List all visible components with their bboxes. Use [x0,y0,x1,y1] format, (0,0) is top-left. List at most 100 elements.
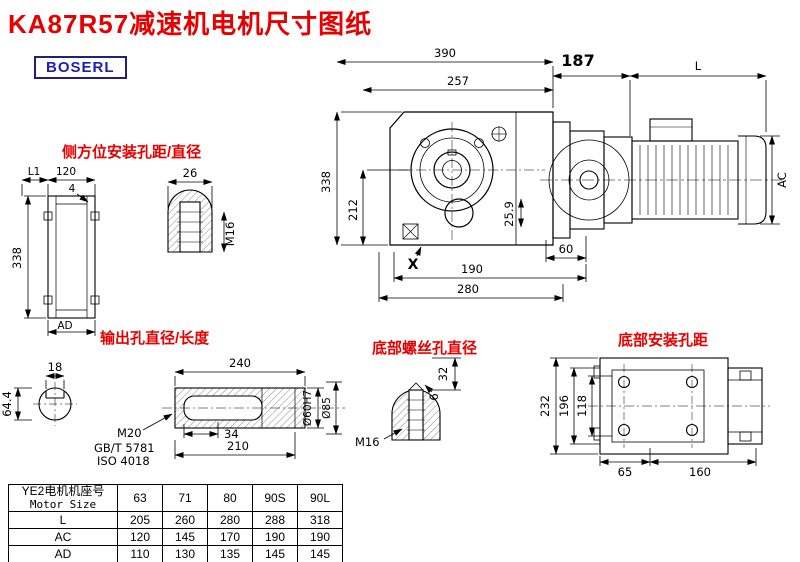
cell: 145 [252,545,298,562]
dim-257: 257 [362,74,554,93]
svg-text:L1: L1 [28,166,41,178]
svg-text:60: 60 [559,242,574,256]
row-label: AC [8,528,118,546]
svg-text:118: 118 [575,395,589,417]
svg-text:18: 18 [48,360,63,374]
dim-190: 190 [393,252,587,282]
dim-280: 280 [378,252,564,302]
dim-32: 32 [428,357,461,391]
dim-210: 210 [174,432,296,459]
section-label-bottom-screw: 底部螺丝孔直径 [372,340,478,357]
svg-text:M20: M20 [117,426,142,440]
table-row-AD: AD 110 130 135 145 145 [8,545,343,562]
cell: 145 [297,545,343,562]
row-label: L [8,511,118,529]
x-marker: X [408,246,422,273]
cell: 130 [162,545,208,562]
section-label-output-hole: 输出孔直径/长度 [100,330,210,347]
svg-text:65: 65 [618,465,633,479]
bottom-screw-detail [391,382,441,441]
output-shaft-view [162,387,345,429]
svg-text:120: 120 [56,166,76,178]
table-header-en: Motor Size [29,498,97,511]
svg-text:25.9: 25.9 [502,201,516,227]
svg-text:34: 34 [224,427,239,441]
row-label: AD [8,545,118,562]
svg-text:390: 390 [434,46,456,60]
table-row-L: L 205 260 280 288 318 [8,511,343,529]
svg-text:M16: M16 [223,222,237,247]
svg-text:32: 32 [436,367,450,382]
svg-text:240: 240 [229,356,251,370]
gearbox-main-view [389,111,554,246]
table-row-AC: AC 120 145 170 190 190 [8,528,343,546]
cell: 205 [117,511,163,529]
svg-text:64.4: 64.4 [0,391,14,417]
svg-text:M16: M16 [355,435,380,449]
dim-dia85: Ø85 [321,381,342,435]
col-header: 71 [162,484,208,512]
label-M16-screw: M16 [355,428,403,449]
motor-size-table: YE2电机机座号 Motor Size 63 71 80 90S 90L L 2… [8,484,343,562]
bottom-mount-view [588,357,770,455]
svg-text:160: 160 [689,465,711,479]
dim-118: 118 [575,375,612,437]
svg-text:280: 280 [457,282,479,296]
dim-212: 212 [346,169,410,246]
dim-M16-side: M16 [221,211,237,253]
cell: 120 [117,528,163,546]
brand-logo: BOSERL [34,56,127,79]
dim-AD: AD [47,320,96,336]
svg-text:6: 6 [427,393,441,400]
section-label-bottom-mount: 底部安装孔距 [618,332,709,349]
svg-text:AD: AD [57,320,72,332]
dim-6: 6 [424,384,441,401]
cell: 280 [207,511,253,529]
dim-18: 18 [45,360,65,389]
col-header: 90S [252,484,298,512]
dim-390: 390 [336,46,554,108]
output-end-view [33,382,77,426]
dim-34: 34 [183,422,239,441]
col-header: 63 [117,484,163,512]
dim-196: 196 [557,367,600,445]
dim-26: 26 [167,166,213,208]
table-header-row: YE2电机机座号 Motor Size 63 71 80 90S 90L [8,484,343,512]
svg-text:196: 196 [557,395,571,417]
section-label-side-mount: 侧方位安装孔距/直径 [62,144,202,161]
svg-text:338: 338 [10,247,24,269]
dim-dia60: Ø60H7 [302,387,324,429]
dim-187: 187 [552,51,631,136]
dim-65: 65 [599,448,651,479]
dim-338-side: 338 [10,195,46,319]
svg-text:210: 210 [227,439,249,453]
dim-4: 4 [69,183,89,203]
svg-text:Ø60H7: Ø60H7 [302,390,314,426]
label-std2: ISO 4018 [97,454,150,468]
svg-text:Ø85: Ø85 [321,397,333,419]
label-M20: M20 [117,413,173,440]
dim-25-9: 25.9 [502,198,524,228]
svg-text:212: 212 [346,199,360,221]
cell: 260 [162,511,208,529]
svg-text:257: 257 [447,74,469,88]
table-header-cn: YE2电机机座号 [21,484,105,498]
dim-120: 120 [47,166,96,196]
cell: 318 [297,511,343,529]
side-hole-detail [167,189,213,253]
svg-text:26: 26 [183,166,198,180]
dim-232: 232 [538,357,598,455]
side-view [43,195,100,319]
svg-text:187: 187 [561,51,594,70]
dim-64-4: 64.4 [0,387,32,421]
cell: 288 [252,511,298,529]
svg-text:L: L [695,59,702,73]
svg-text:232: 232 [538,395,552,417]
dim-AC: AC [760,135,789,225]
cell: 170 [207,528,253,546]
cell: 190 [297,528,343,546]
table-header-motor-size: YE2电机机座号 Motor Size [8,484,118,512]
dim-160: 160 [649,448,757,479]
